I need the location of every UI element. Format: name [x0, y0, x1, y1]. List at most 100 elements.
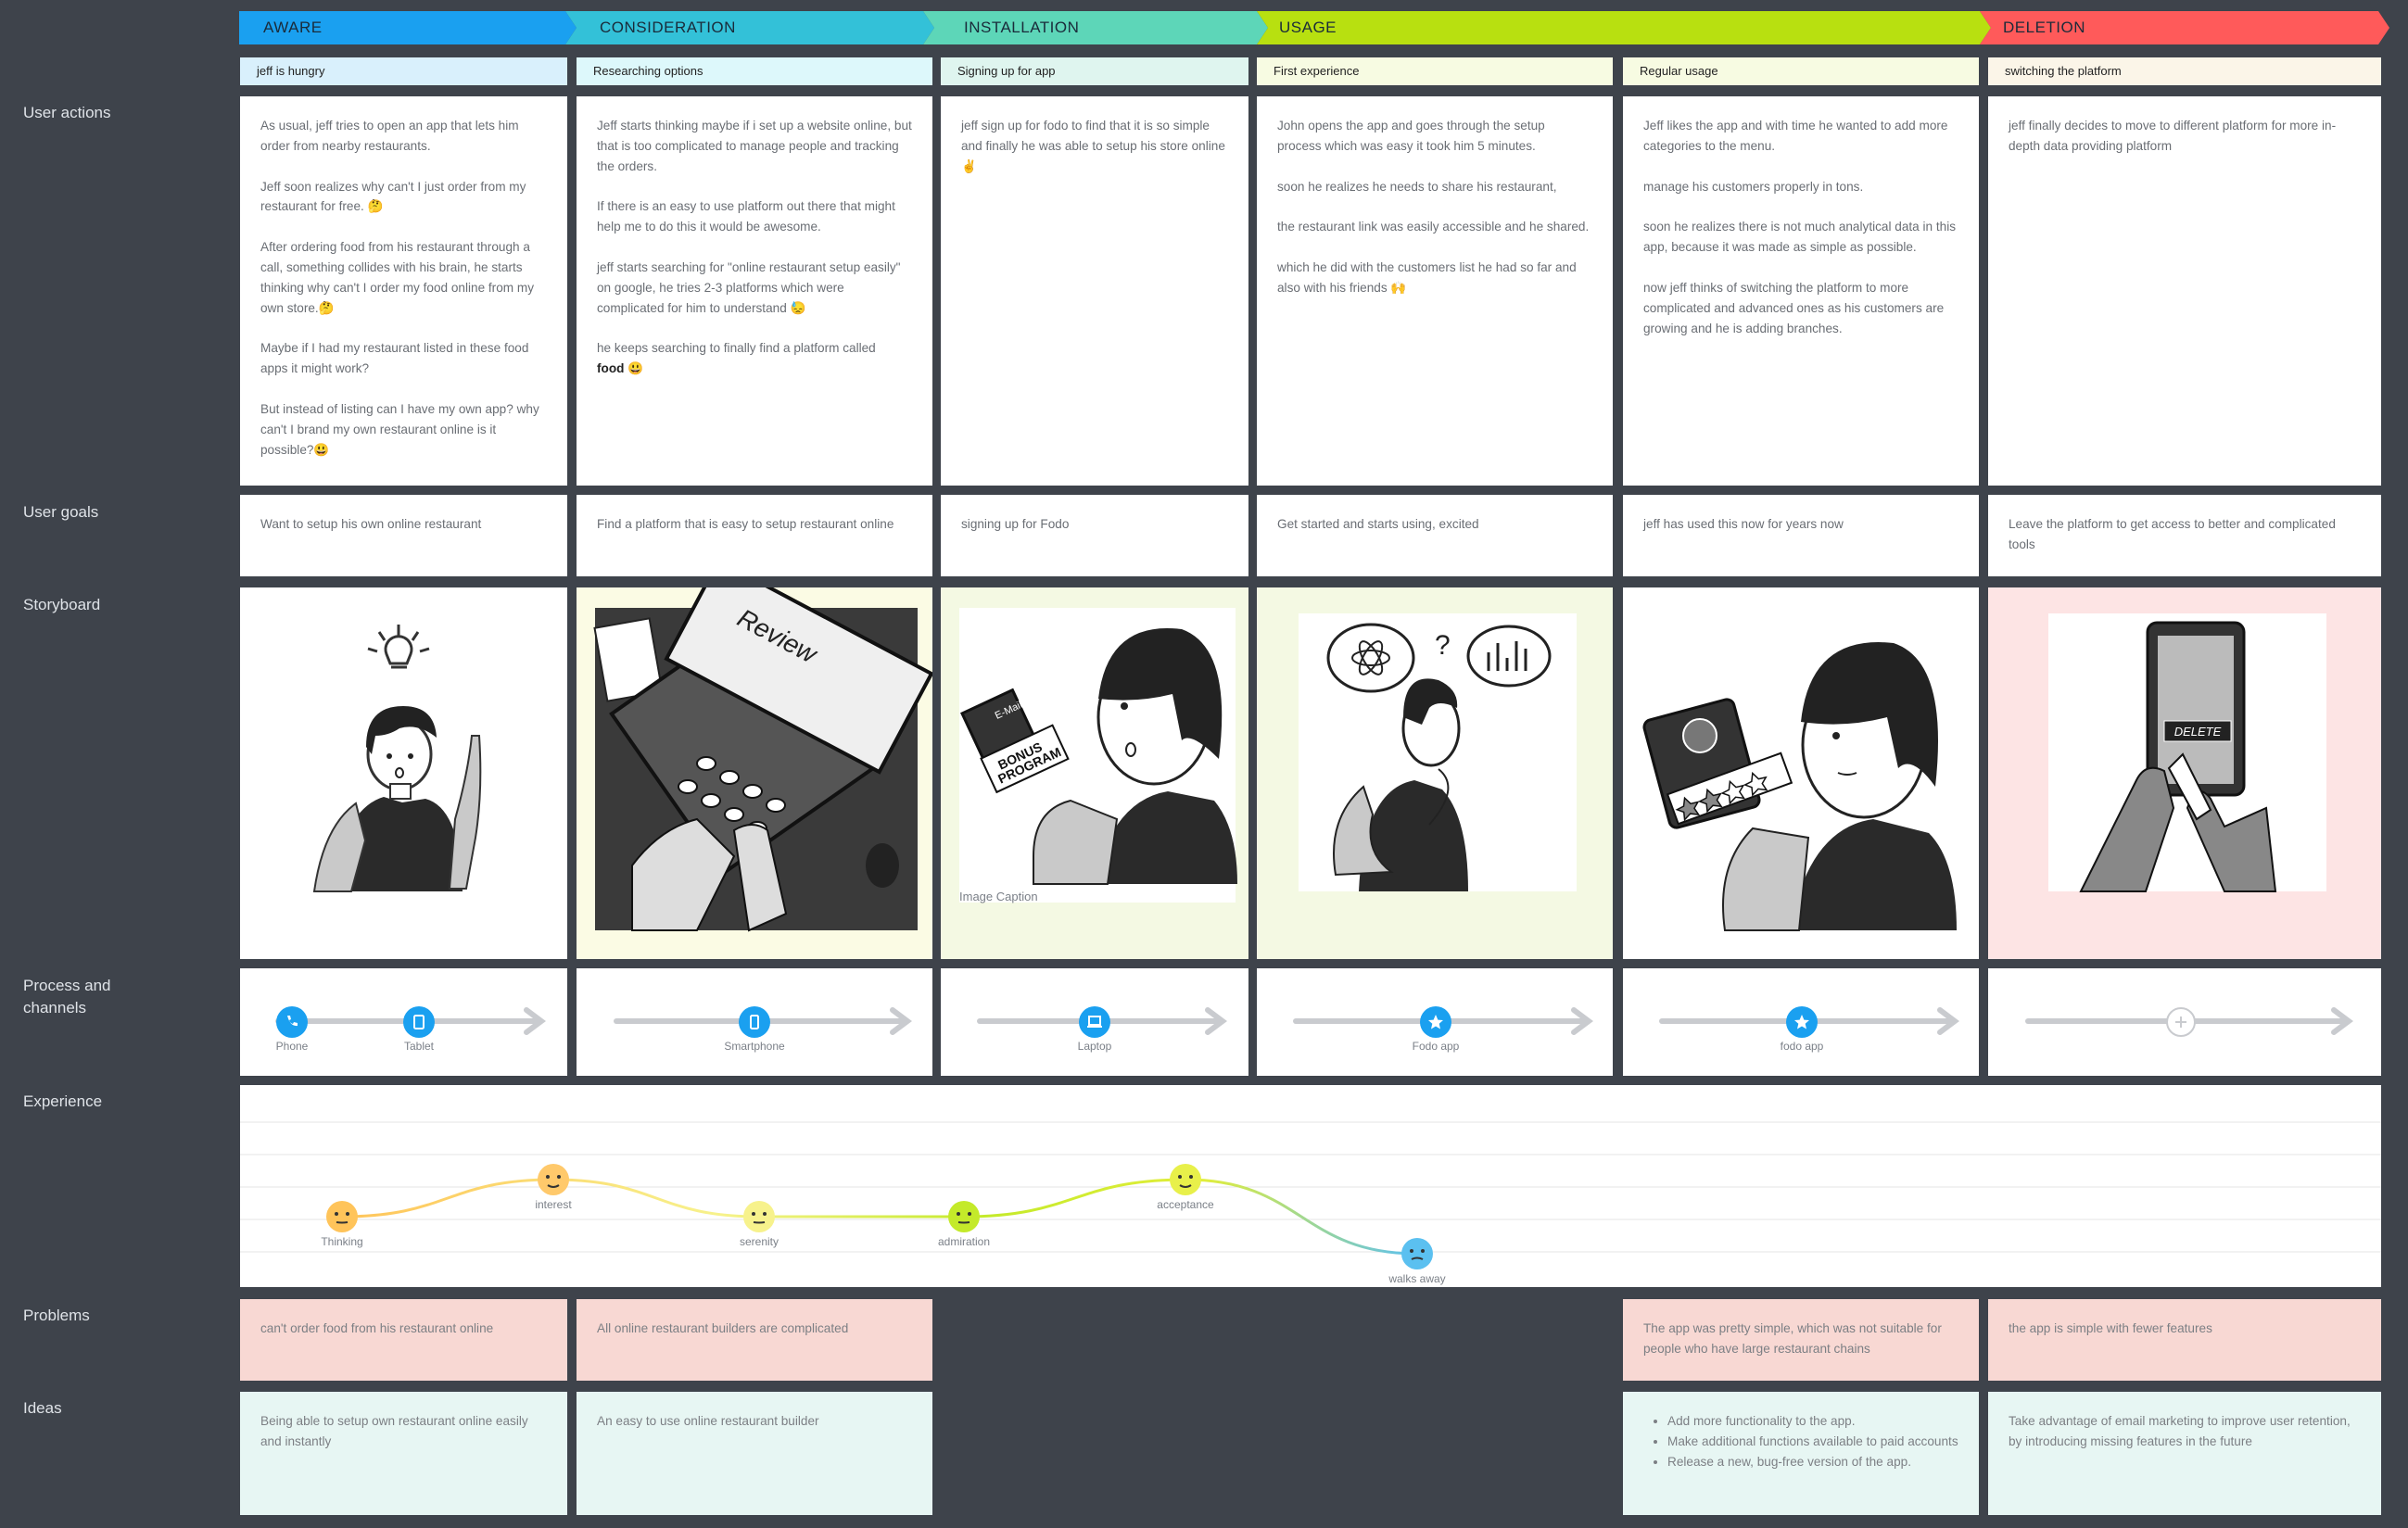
action-text: jeff starts searching for "online restau… [597, 259, 901, 315]
emotion-eye [546, 1175, 550, 1179]
action-text: Jeff starts thinking maybe if i set up a… [597, 119, 912, 173]
action-text: he keeps searching to finally find a pla… [597, 341, 876, 356]
storyboard-consideration[interactable]: Review [577, 587, 932, 959]
channel-fodo-app[interactable] [1420, 1006, 1451, 1038]
problem-card-aware[interactable]: can't order food from his restaurant onl… [240, 1299, 567, 1381]
action-text: soon he realizes he needs to share his r… [1277, 179, 1557, 194]
phase-consideration[interactable]: CONSIDERATION [600, 19, 736, 36]
row-label-process-2: channels [23, 999, 87, 1017]
emotion-eye [1421, 1249, 1425, 1253]
problem-card-consideration[interactable]: All online restaurant builders are compl… [577, 1299, 932, 1381]
add-channel-button[interactable] [2166, 1007, 2196, 1037]
emotion-face-icon[interactable] [326, 1201, 358, 1232]
signup-phone-illustration: E-Mail BONUS PROGRAM [959, 608, 1237, 903]
row-label-ideas: Ideas [23, 1399, 62, 1417]
stage-aware[interactable]: jeff is hungry [240, 57, 567, 85]
phase-consideration-shape [565, 11, 934, 44]
thinking-person-illustration: ? [1299, 613, 1577, 891]
channel-phone[interactable] [276, 1006, 308, 1038]
action-text: soon he realizes there is not much analy… [1643, 220, 1957, 255]
action-text: the restaurant link was easily accessibl… [1277, 220, 1590, 234]
row-label-user-actions: User actions [23, 104, 111, 121]
idea-item: Add more functionality to the app. [1667, 1411, 1958, 1432]
action-text: now jeff thinks of switching the platfor… [1643, 280, 1945, 335]
action-text: After ordering food from his restaurant … [260, 240, 534, 315]
idea-card-aware[interactable]: Being able to setup own restaurant onlin… [240, 1392, 567, 1515]
storyboard-regular-usage[interactable] [1623, 587, 1979, 959]
goal-card-regular-usage[interactable]: jeff has used this now for years now [1623, 495, 1979, 576]
person-idea-illustration [312, 625, 482, 892]
emotion-mouth [753, 1221, 766, 1224]
action-text: Jeff likes the app and with time he want… [1643, 119, 1948, 153]
goal-card-aware[interactable]: Want to setup his own online restaurant [240, 495, 567, 576]
storyboard-first-experience[interactable]: ? [1257, 587, 1613, 959]
delete-word: DELETE [2174, 725, 2222, 739]
actions-card-first-experience[interactable]: John opens the app and goes through the … [1257, 96, 1613, 486]
process-arrows [275, 1007, 2353, 1035]
phase-aware-shape [239, 11, 577, 44]
phase-installation[interactable]: INSTALLATION [964, 19, 1080, 36]
row-label-problems: Problems [23, 1307, 90, 1324]
action-text: jeff finally decides to move to differen… [2009, 119, 2337, 153]
emotion-eye [763, 1212, 767, 1216]
emotion-face-icon[interactable] [1401, 1238, 1433, 1269]
channel-laptop[interactable] [1079, 1006, 1110, 1038]
goal-card-first-experience[interactable]: Get started and starts using, excited [1257, 495, 1613, 576]
phase-usage[interactable]: USAGE [1279, 19, 1337, 36]
emotion-face-icon[interactable] [538, 1164, 569, 1195]
idea-item: Make additional functions available to p… [1667, 1432, 1958, 1452]
actions-card-aware[interactable]: As usual, jeff tries to open an app that… [240, 96, 567, 486]
emotion-face-icon[interactable] [948, 1201, 980, 1232]
emotion-eye [1410, 1249, 1413, 1253]
idea-card-consideration[interactable]: An easy to use online restaurant builder [577, 1392, 932, 1515]
problem-card-deletion[interactable]: the app is simple with fewer features [1988, 1299, 2381, 1381]
stage-regular-usage[interactable]: Regular usage [1623, 57, 1979, 85]
action-text: which he did with the customers list he … [1277, 260, 1577, 295]
emotion-face-icon[interactable] [1170, 1164, 1201, 1195]
storyboard-aware[interactable] [240, 587, 567, 959]
goal-card-deletion[interactable]: Leave the platform to get access to bett… [1988, 495, 2381, 576]
storyboard-deletion[interactable]: DELETE [1988, 587, 2381, 959]
problem-card-regular-usage[interactable]: The app was pretty simple, which was not… [1623, 1299, 1979, 1381]
actions-card-installation[interactable]: jeff sign up for fodo to find that it is… [941, 96, 1248, 486]
action-text: But instead of listing can I have my own… [260, 401, 539, 457]
idea-card-deletion[interactable]: Take advantage of email marketing to imp… [1988, 1392, 2381, 1515]
phase-usage-shape [1257, 11, 1991, 44]
emotion-eye [1178, 1175, 1182, 1179]
emotion-mouth [1411, 1256, 1424, 1260]
phase-banner [239, 11, 2389, 44]
channel-fodo-app-2[interactable] [1786, 1006, 1818, 1038]
star-icon [1794, 1015, 1809, 1029]
emotion-eye [557, 1175, 561, 1179]
emotion-eye [752, 1212, 755, 1216]
emotion-label: interest [535, 1198, 572, 1211]
plus-icon [2175, 1017, 2186, 1028]
action-text: As usual, jeff tries to open an app that… [260, 119, 519, 153]
action-text: Maybe if I had my restaurant listed in t… [260, 341, 529, 376]
action-text: Jeff soon realizes why can't I just orde… [260, 179, 526, 214]
channel-label: Phone [275, 1040, 309, 1053]
actions-card-deletion[interactable]: jeff finally decides to move to differen… [1988, 96, 2381, 486]
phase-aware[interactable]: AWARE [263, 19, 323, 36]
phase-deletion[interactable]: DELETION [2003, 19, 2086, 36]
stage-switching[interactable]: switching the platform [1988, 57, 2381, 85]
storyboard-installation[interactable]: E-Mail BONUS PROGRAM Image Caption [941, 587, 1248, 959]
channel-label: Tablet [403, 1040, 435, 1053]
goal-card-installation[interactable]: signing up for Fodo [941, 495, 1248, 576]
stage-consideration[interactable]: Researching options [577, 57, 932, 85]
goal-card-consideration[interactable]: Find a platform that is easy to setup re… [577, 495, 932, 576]
stage-first-experience[interactable]: First experience [1257, 57, 1613, 85]
stage-installation[interactable]: Signing up for app [941, 57, 1248, 85]
actions-card-consideration[interactable]: Jeff starts thinking maybe if i set up a… [577, 96, 932, 486]
emotion-face-icon[interactable] [743, 1201, 775, 1232]
channel-tablet[interactable] [403, 1006, 435, 1038]
actions-card-regular-usage[interactable]: Jeff likes the app and with time he want… [1623, 96, 1979, 486]
row-label-process-1: Process and [23, 977, 111, 994]
emotion-label: walks away [1388, 1272, 1445, 1285]
idea-card-regular-usage[interactable]: Add more functionality to the app. Make … [1623, 1392, 1979, 1515]
emotion-label: serenity [740, 1235, 779, 1248]
channel-smartphone[interactable] [739, 1006, 770, 1038]
channel-label: Laptop [1077, 1040, 1112, 1053]
action-text: If there is an easy to use platform out … [597, 199, 895, 234]
